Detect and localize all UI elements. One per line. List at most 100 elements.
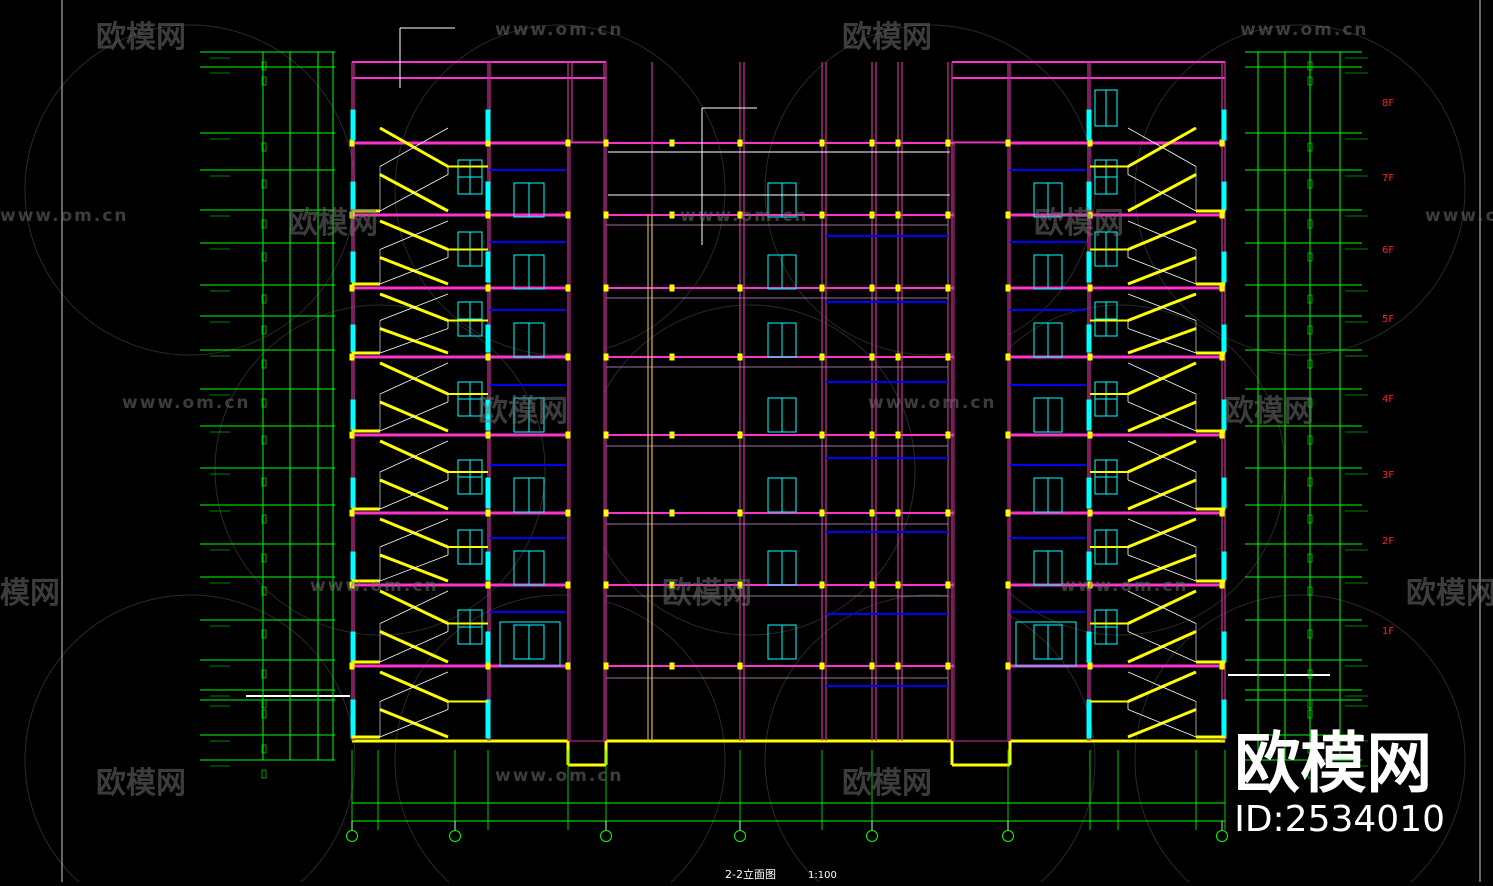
interior-window xyxy=(485,181,491,211)
column-node xyxy=(895,139,901,147)
interior-window xyxy=(1086,324,1092,353)
column-node xyxy=(819,211,825,219)
column-node xyxy=(603,581,609,589)
interior-window xyxy=(1086,551,1092,581)
axis-bubble xyxy=(449,830,461,842)
watermark-logo: 欧模网 xyxy=(662,576,752,611)
column-node xyxy=(669,353,675,361)
watermark-circle xyxy=(24,594,356,886)
column-node xyxy=(485,662,491,670)
floor-label: 6F xyxy=(1382,245,1395,256)
interior-window xyxy=(485,551,491,581)
floor-label: 3F xyxy=(1382,470,1395,481)
stair-outline xyxy=(1127,174,1197,212)
stair-outline xyxy=(1127,401,1197,432)
column-node xyxy=(1087,353,1093,361)
column-node xyxy=(349,509,355,517)
watermark-url: www.om.cn xyxy=(1240,20,1369,40)
stair-outline xyxy=(379,518,449,548)
column-node xyxy=(1005,581,1011,589)
column-node xyxy=(895,431,901,439)
interior-window xyxy=(485,631,491,663)
column-node xyxy=(819,509,825,517)
column-node xyxy=(737,509,743,517)
column-node xyxy=(485,211,491,219)
watermark-logo: 欧模网 xyxy=(1224,394,1314,429)
interior-window xyxy=(485,477,491,509)
column-node xyxy=(819,581,825,589)
watermark-url: www.om.cn xyxy=(868,393,997,413)
column-node xyxy=(603,211,609,219)
drawing-title: 2-2立面图 xyxy=(725,868,776,881)
stair-outline xyxy=(379,554,449,582)
column-node xyxy=(737,284,743,292)
column-node xyxy=(565,284,571,292)
stair-outline xyxy=(379,220,449,250)
stair-outline xyxy=(379,328,449,354)
dim-tick xyxy=(261,179,267,189)
column-node xyxy=(349,431,355,439)
axis-bubble xyxy=(734,830,746,842)
column-node xyxy=(349,139,355,147)
column-node xyxy=(565,509,571,517)
watermark-url: www.om.cn xyxy=(122,393,251,413)
stair-outline xyxy=(1127,440,1197,473)
dim-tick xyxy=(261,586,267,596)
dim-tick xyxy=(1307,359,1313,369)
column-node xyxy=(603,509,609,517)
column-node xyxy=(895,284,901,292)
column-node xyxy=(895,353,901,361)
stair-outline xyxy=(379,401,449,432)
watermark-logo: 欧模网 xyxy=(1034,206,1124,241)
dim-tick xyxy=(1307,76,1313,86)
exterior-window xyxy=(350,699,356,739)
stair-outline xyxy=(1127,328,1197,354)
column-node xyxy=(669,284,675,292)
floor-label: 8F xyxy=(1382,98,1395,109)
watermark-circle xyxy=(764,594,1096,886)
stair-outline xyxy=(1127,631,1197,663)
dim-tick xyxy=(261,398,267,408)
watermark-circle xyxy=(394,594,726,886)
column-node xyxy=(895,662,901,670)
exterior-window xyxy=(350,251,356,283)
dim-tick xyxy=(1307,435,1313,445)
dim-tick xyxy=(1307,398,1313,408)
column-node xyxy=(945,509,951,517)
exterior-window xyxy=(1221,477,1227,509)
floor-label: 7F xyxy=(1382,173,1395,184)
interior-window xyxy=(485,324,491,353)
interior-window xyxy=(1086,109,1092,141)
watermark-url: www.om.cn xyxy=(1060,576,1189,596)
watermark-url: www.om.cn xyxy=(495,766,624,786)
exterior-window xyxy=(1221,251,1227,283)
watermark-logo: 欧模网 xyxy=(842,20,932,55)
column-node xyxy=(603,284,609,292)
column-node xyxy=(349,284,355,292)
watermark-circle xyxy=(24,24,356,356)
stair-outline xyxy=(1127,709,1197,738)
axis-bubble xyxy=(600,830,612,842)
floor-label: 5F xyxy=(1382,314,1395,325)
stair-outline xyxy=(379,590,449,624)
dim-tick xyxy=(1307,553,1313,563)
watermark-logo: 欧模网 xyxy=(0,576,60,611)
interior-window xyxy=(1086,477,1092,509)
interior-window xyxy=(1086,699,1092,739)
stair-outline xyxy=(1127,293,1197,321)
watermark-url: www.om.cn xyxy=(495,20,624,40)
column-node xyxy=(1005,284,1011,292)
column-node xyxy=(737,211,743,219)
floor-label: 2F xyxy=(1382,536,1395,547)
stair-outline xyxy=(1127,220,1197,250)
column-node xyxy=(565,139,571,147)
dim-tick xyxy=(1307,629,1313,639)
column-node xyxy=(945,211,951,219)
exterior-window xyxy=(1221,699,1227,739)
exterior-window xyxy=(1221,109,1227,141)
dim-tick xyxy=(261,699,267,709)
interior-window xyxy=(1086,631,1092,663)
stair-outline xyxy=(379,671,449,702)
column-node xyxy=(603,431,609,439)
